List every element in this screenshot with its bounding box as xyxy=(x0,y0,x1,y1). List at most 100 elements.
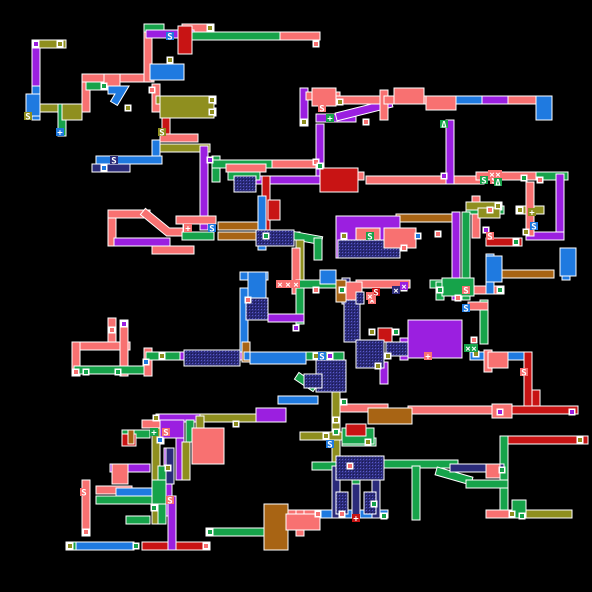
marker-tile xyxy=(488,170,496,178)
marker-glyph: S xyxy=(327,441,332,451)
door-core xyxy=(152,506,156,510)
room-navy xyxy=(233,175,257,193)
marker-tile xyxy=(462,304,470,312)
door-core xyxy=(438,288,442,292)
marker-tile xyxy=(56,128,64,136)
door-core xyxy=(316,512,320,516)
door-core xyxy=(338,100,342,104)
room-salmon xyxy=(393,87,425,105)
door-core xyxy=(58,42,62,46)
door-core xyxy=(416,234,420,238)
marker-tile xyxy=(166,32,174,40)
marker-tile xyxy=(352,514,360,522)
marker-tile xyxy=(276,280,284,288)
room-navy xyxy=(355,291,365,305)
marker-glyph: S xyxy=(463,305,468,315)
door-core xyxy=(168,58,172,62)
room-olive xyxy=(61,103,83,121)
door-core xyxy=(116,370,120,374)
marker-tile xyxy=(470,344,478,352)
marker-glyph: × xyxy=(495,171,500,181)
door-core xyxy=(348,464,352,468)
door-core xyxy=(122,322,126,326)
door-core xyxy=(102,166,106,170)
room-red xyxy=(345,423,367,437)
door-core xyxy=(442,174,446,178)
door-core xyxy=(264,234,268,238)
door-core xyxy=(158,438,162,442)
door-core xyxy=(538,178,542,182)
door-core xyxy=(340,512,344,516)
marker-tile xyxy=(326,440,334,448)
room-blue xyxy=(319,269,337,285)
marker-glyph: S xyxy=(481,177,486,187)
door-core xyxy=(520,514,524,518)
door-core xyxy=(84,530,88,534)
marker-glyph: S xyxy=(209,225,214,235)
door-core xyxy=(210,98,214,102)
door-core xyxy=(150,88,154,92)
door-core xyxy=(488,208,492,212)
marker-glyph: × xyxy=(471,345,476,355)
room-brown xyxy=(127,429,135,445)
marker-glyph: S xyxy=(319,105,324,115)
marker-glyph: × xyxy=(465,345,470,355)
marker-glyph: S xyxy=(367,233,372,243)
room-salmon xyxy=(311,87,337,107)
marker-tile xyxy=(110,156,118,164)
marker-glyph: S xyxy=(163,429,168,439)
door-core xyxy=(456,296,460,300)
door-core xyxy=(570,410,574,414)
door-core xyxy=(334,418,338,422)
door-core xyxy=(342,234,346,238)
room-navy xyxy=(183,349,241,367)
marker-tile xyxy=(150,428,158,436)
marker-tile xyxy=(366,232,374,240)
door-core xyxy=(402,246,406,250)
room-salmon xyxy=(485,463,501,479)
marker-tile xyxy=(424,352,432,360)
room-olive xyxy=(159,95,215,119)
room-brown xyxy=(263,503,289,551)
marker-glyph: S xyxy=(531,223,536,233)
marker-glyph: × xyxy=(489,171,494,181)
marker-glyph: × xyxy=(293,281,298,291)
door-core xyxy=(204,544,208,548)
door-core xyxy=(366,440,370,444)
door-core xyxy=(302,120,306,124)
marker-tile xyxy=(80,488,88,496)
room-salmon xyxy=(425,95,457,111)
marker-glyph: S xyxy=(111,157,116,167)
door-core xyxy=(234,422,238,426)
marker-glyph: S xyxy=(463,287,468,297)
marker-glyph: × xyxy=(401,283,406,293)
marker-tile xyxy=(184,224,192,232)
marker-tile xyxy=(162,428,170,436)
room-purple xyxy=(255,407,287,423)
door-core xyxy=(74,370,78,374)
marker-tile xyxy=(462,286,470,294)
marker-tile xyxy=(486,232,494,240)
marker-tile xyxy=(318,104,326,112)
marker-glyph: × xyxy=(367,293,372,303)
door-core xyxy=(34,42,38,46)
marker-tile xyxy=(284,280,292,288)
room-salmon xyxy=(383,227,417,249)
marker-tile xyxy=(464,344,472,352)
corridor-green xyxy=(435,467,473,485)
room-purple xyxy=(407,319,463,359)
door-core xyxy=(324,434,328,438)
room-navy xyxy=(343,299,361,343)
marker-tile xyxy=(318,352,326,360)
marker-glyph: + xyxy=(327,115,333,125)
room-red xyxy=(377,327,393,343)
door-core xyxy=(294,326,298,330)
room-green xyxy=(151,479,167,505)
door-core xyxy=(68,544,72,548)
marker-tile xyxy=(520,368,528,376)
door-core xyxy=(314,160,318,164)
door-core xyxy=(376,364,380,368)
marker-tile xyxy=(326,114,334,122)
